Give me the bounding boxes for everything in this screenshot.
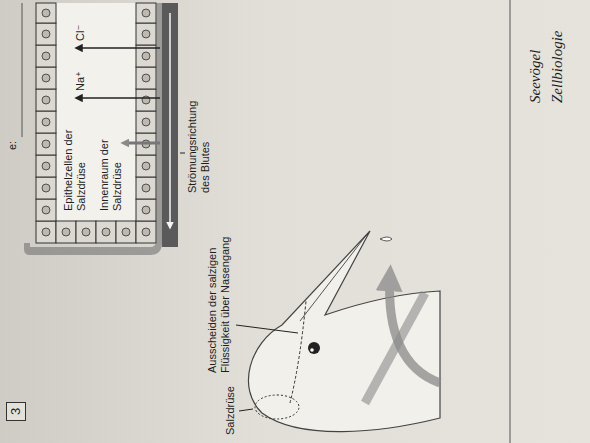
page-rule bbox=[510, 0, 511, 443]
blood-vessel bbox=[24, 3, 178, 255]
field-label: e: bbox=[6, 141, 19, 150]
leader-line bbox=[239, 409, 253, 411]
ion-arrow bbox=[124, 142, 160, 145]
name-line bbox=[22, 3, 23, 137]
ion-arrow bbox=[76, 47, 160, 48]
part-label: Salzdrüse bbox=[224, 386, 237, 435]
ion-arrow bbox=[76, 97, 160, 98]
ion-label: Cl⁻ bbox=[74, 25, 87, 41]
footer-text: Seevögel bbox=[526, 50, 544, 103]
ion-label: Na⁺ bbox=[74, 71, 87, 91]
bird-head bbox=[248, 231, 440, 432]
part-label: Epithelzellen der Salzdrüse bbox=[62, 129, 88, 211]
gland-lumen bbox=[56, 3, 136, 221]
nasal-duct bbox=[290, 301, 306, 403]
leader-line bbox=[236, 325, 298, 333]
part-label: Innenraum der Salzdrüse bbox=[98, 137, 124, 211]
gland-tissue bbox=[36, 3, 156, 243]
part-label: Strömungsrichtung des Blutes bbox=[186, 81, 212, 193]
part-label: Ausscheiden der salzigen Flüssigkeit übe… bbox=[206, 223, 232, 373]
leader-line bbox=[180, 153, 185, 154]
box-text: 3 bbox=[8, 408, 23, 415]
footer-text: Zellbiologie bbox=[548, 31, 566, 104]
droplet bbox=[380, 237, 392, 241]
salt-gland bbox=[255, 395, 299, 419]
task-number-box: 3 bbox=[6, 402, 26, 421]
